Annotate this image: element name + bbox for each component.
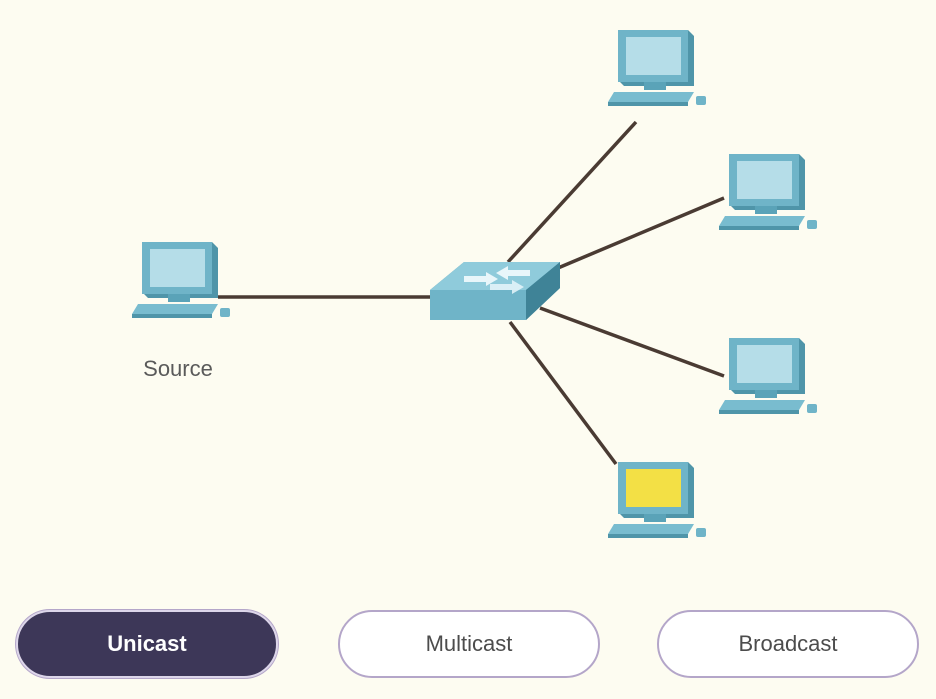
source-label: Source (143, 356, 213, 381)
switch-device[interactable] (430, 262, 560, 320)
multicast-button[interactable]: Multicast (338, 610, 600, 678)
network-diagram (132, 30, 817, 538)
link-dest-1 (506, 120, 638, 264)
link-dest-4 (508, 320, 618, 466)
highlighted-screen (626, 469, 681, 507)
link-dest-2 (557, 196, 725, 270)
link-dest-3 (539, 306, 725, 378)
unicast-button[interactable]: Unicast (16, 610, 278, 678)
destination-pc-4[interactable] (608, 462, 706, 538)
devices (132, 30, 817, 538)
link-lines (218, 120, 725, 466)
destination-pc-2[interactable] (719, 154, 817, 230)
destination-pc-1[interactable] (608, 30, 706, 106)
broadcast-button[interactable]: Broadcast (657, 610, 919, 678)
source-pc[interactable] (132, 242, 230, 318)
destination-pc-3[interactable] (719, 338, 817, 414)
